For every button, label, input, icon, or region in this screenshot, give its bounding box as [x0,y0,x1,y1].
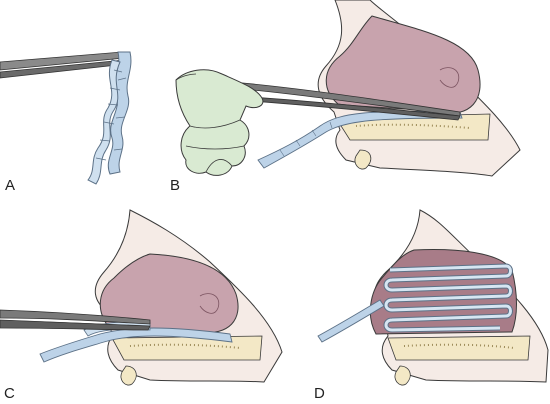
gauze-layers-d [317,263,513,343]
nose-profile-b [317,0,521,177]
gauze-strip-a [87,51,132,185]
panel-d: D [314,209,549,402]
forceps-c [0,309,151,331]
gloved-hand-b [175,69,264,176]
nose-profile-c [94,209,283,386]
panel-b-label: B [170,177,180,194]
panel-b: B [170,0,521,194]
panel-a: A [0,51,132,194]
forceps-b [231,81,461,121]
forceps-a [0,51,127,79]
panel-d-label: D [314,385,325,402]
panel-c: C [0,209,283,402]
panel-a-label: A [5,177,15,194]
panel-c-label: C [4,385,15,402]
